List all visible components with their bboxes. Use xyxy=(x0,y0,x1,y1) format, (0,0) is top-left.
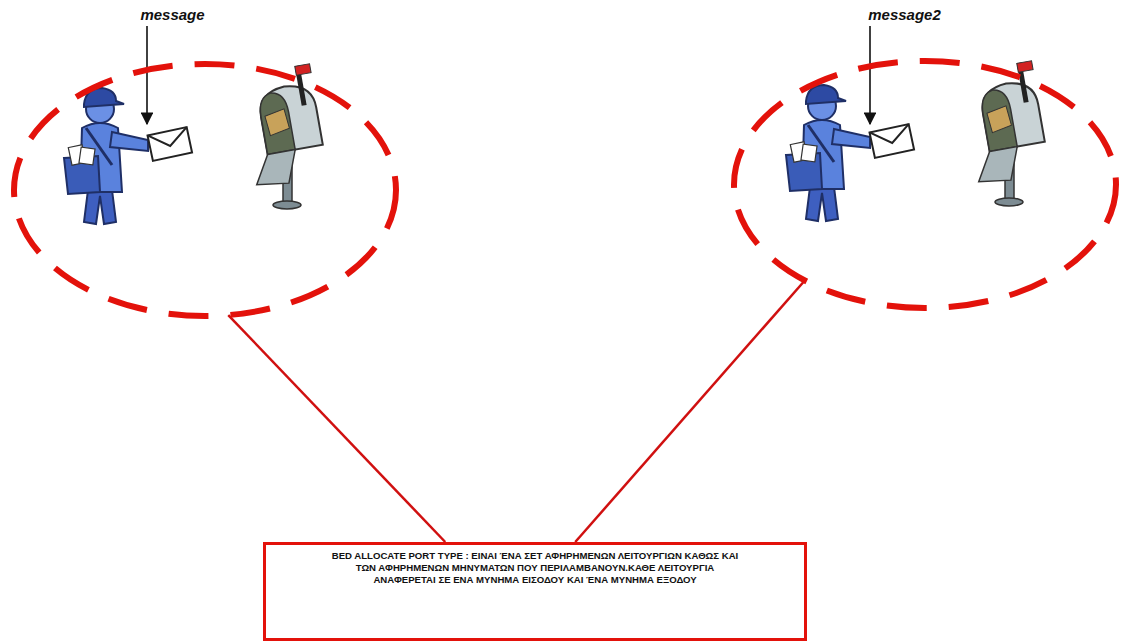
description-text: BED ALLOCATE PORT TYPE : ΕΙΝΑΙ ΈΝΑ ΣΕΤ Α… xyxy=(328,550,742,586)
postman-mailbox-illustration xyxy=(64,64,329,224)
postman-mailbox-illustration xyxy=(786,61,1051,221)
pointer-arrow xyxy=(869,26,871,124)
dashed-ellipse xyxy=(730,57,1120,312)
dashed-ellipse-outline xyxy=(734,61,1116,308)
message-label: message xyxy=(125,6,220,23)
pointer-arrow xyxy=(146,26,148,124)
connector-line xyxy=(575,280,805,542)
message-ellipse: message2 xyxy=(730,57,1120,312)
dashed-ellipse-outline xyxy=(14,64,396,316)
connector-line xyxy=(228,315,445,542)
dashed-ellipse xyxy=(10,60,400,320)
message-ellipse: message xyxy=(10,60,400,320)
description-box: BED ALLOCATE PORT TYPE : ΕΙΝΑΙ ΈΝΑ ΣΕΤ Α… xyxy=(263,542,807,641)
message-label: message2 xyxy=(857,6,952,23)
